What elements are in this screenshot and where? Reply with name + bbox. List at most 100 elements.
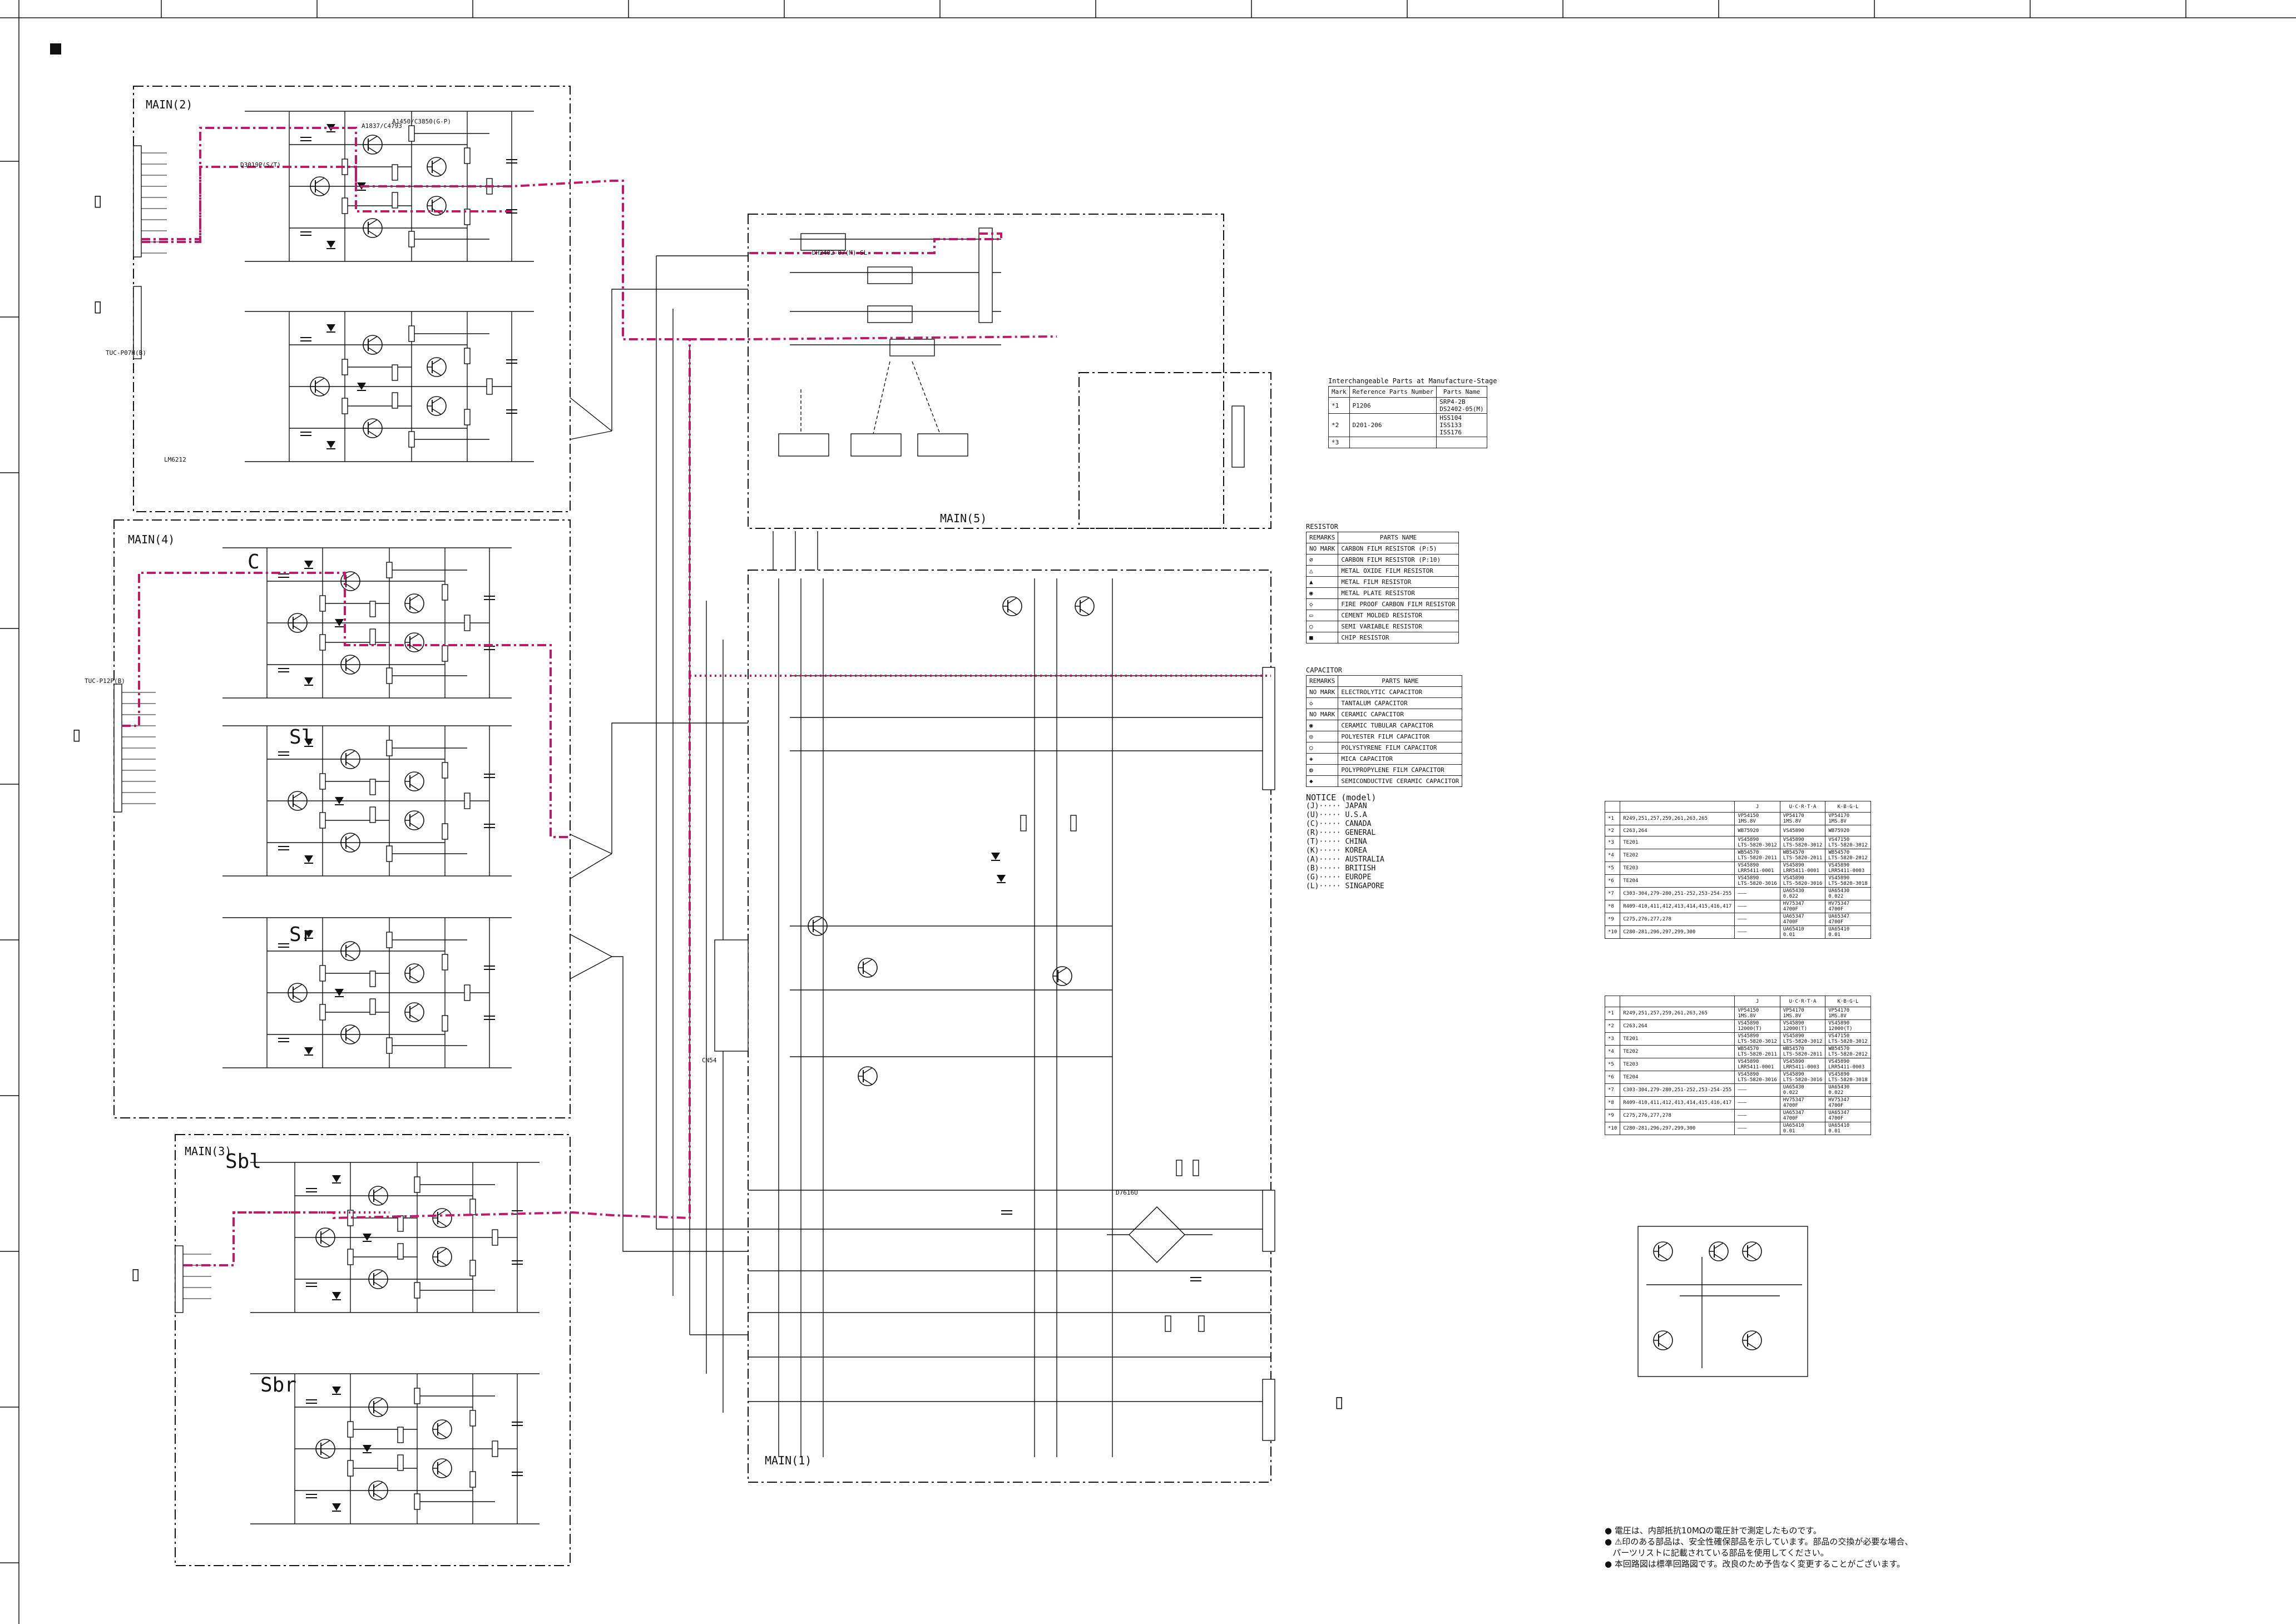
table-header-cell: REMARKS: [1305, 675, 1339, 687]
resistor-title: RESISTOR: [1306, 523, 1338, 531]
table-cell: CERAMIC TUBULAR CAPACITOR: [1338, 720, 1463, 731]
table-row: ◍POLYPROPYLENE FILM CAPACITOR: [1305, 764, 1463, 776]
table-cell: HSS104 ISS133 ISS176: [1436, 413, 1487, 437]
notice-item: (J)····· JAPAN: [1306, 802, 1367, 810]
notice-item: (K)····· KOREA: [1306, 846, 1367, 855]
table-cell: CARBON FILM RESISTOR (P:5): [1338, 543, 1459, 554]
table-cell: UA65410 0.01: [1779, 925, 1826, 939]
main4-amp-block-surround-l: [222, 726, 512, 876]
table-cell: ■: [1305, 632, 1339, 643]
notice-item: (U)····· U.S.A: [1306, 811, 1367, 819]
bridge-rectifier: [1107, 1206, 1213, 1264]
table-cell: *1: [1604, 1007, 1621, 1020]
part-label-conn-bot: CN54: [702, 1057, 717, 1064]
table-cell: *2: [1604, 1019, 1621, 1033]
table-cell: ◈: [1305, 753, 1339, 765]
part-label-q201: A1837/C4793: [362, 122, 402, 130]
table-cell: *1: [1604, 812, 1621, 825]
table-cell: VS47150 LTS-5820-3012: [1825, 1032, 1871, 1046]
table-row: ▲METAL FILM RESISTOR: [1305, 576, 1459, 588]
table-header-cell: PARTS NAME: [1338, 675, 1463, 687]
table-header-cell: [1620, 801, 1735, 813]
table-cell: *1: [1328, 397, 1350, 414]
table-cell: METAL FILM RESISTOR: [1338, 576, 1459, 588]
table-cell: FIRE PROOF CARBON FILM RESISTOR: [1338, 598, 1459, 610]
table-cell: ———: [1734, 1122, 1780, 1135]
table-cell: ○: [1305, 742, 1339, 754]
table-cell: VS45890 LTS-5820-3016: [1779, 1071, 1826, 1084]
table-header-cell: Mark: [1328, 386, 1350, 398]
svg-text:▯: ▯: [93, 191, 102, 210]
table-header-cell: K·B·G·L: [1825, 801, 1871, 813]
table-cell: D201-206: [1349, 413, 1437, 437]
table-cell: C263,264: [1620, 1019, 1735, 1033]
table-cell: MICA CAPACITOR: [1338, 753, 1463, 765]
part-label-conn-top: TUC-P07H(B): [106, 349, 146, 357]
table-cell: VS45890 LRR5411-0003: [1779, 1058, 1826, 1071]
table-cell: VS47150 LTS-5820-3012: [1825, 836, 1871, 849]
table-cell: *4: [1604, 1045, 1621, 1058]
main4-amp-block-surround-r: [222, 918, 512, 1068]
table-header-cell: U·C·R·T·A: [1779, 996, 1826, 1007]
table-cell: WB54570 LTS-5820-2011: [1734, 1045, 1780, 1058]
notice-item: (T)····· CHINA: [1306, 838, 1367, 846]
table-cell: ———: [1734, 925, 1780, 939]
table-cell: SEMICONDUCTIVE CERAMIC CAPACITOR: [1338, 775, 1463, 787]
table-cell: POLYPROPYLENE FILM CAPACITOR: [1338, 764, 1463, 776]
table-cell: HV75347 4700F: [1825, 1096, 1871, 1110]
input-connectors: [113, 145, 184, 1313]
table-cell: C280-281,296,297,299,300: [1620, 1122, 1735, 1135]
table-cell: TE203: [1620, 1058, 1735, 1071]
table-cell: CHIP RESISTOR: [1338, 632, 1459, 643]
table-cell: WB54570 LTS-5820-2011: [1734, 849, 1780, 862]
table-cell: *3: [1604, 1032, 1621, 1046]
table-cell: VS45890 LRR5411-0001: [1734, 861, 1780, 875]
footnote-line: ● ⚠印のある部品は、安全性確保部品を示しています。部品の交換が必要な場合、: [1605, 1537, 1913, 1547]
table-cell: *3: [1328, 437, 1350, 448]
table-cell: UA65430 0.022: [1779, 1083, 1826, 1097]
table-row: ■CHIP RESISTOR: [1305, 632, 1459, 643]
table-cell: TE204: [1620, 874, 1735, 888]
table-cell: VS45890 12000(T): [1825, 1019, 1871, 1033]
table-cell: ELECTROLYTIC CAPACITOR: [1338, 686, 1463, 698]
table-cell: VS45890 LRR5411-0003: [1825, 1058, 1871, 1071]
table-cell: *7: [1604, 1083, 1621, 1097]
table-cell: UA65430 0.022: [1779, 887, 1826, 900]
table-cell: NO MARK: [1305, 543, 1339, 554]
table-cell: UA65430 0.022: [1825, 1083, 1871, 1097]
label-main3: MAIN(3): [185, 1145, 232, 1158]
svg-text:▯: ▯: [93, 297, 102, 315]
table-cell: UA65347 4700F: [1779, 1109, 1826, 1122]
interchangeable-section: Interchangeable Parts at Manufacture-Sta…: [1328, 377, 1497, 448]
table-header-cell: J: [1734, 801, 1780, 813]
table-cell: ▭: [1305, 610, 1339, 621]
table-cell: TE202: [1620, 849, 1735, 862]
table-cell: [1436, 437, 1487, 448]
table-cell: METAL PLATE RESISTOR: [1338, 587, 1459, 599]
table-row: ◆SEMICONDUCTIVE CERAMIC CAPACITOR: [1305, 775, 1463, 787]
table-cell: R409-410,411,412,413,414,415,416,417: [1620, 1096, 1735, 1110]
table-cell: VP54170 1MS.8V: [1779, 812, 1826, 825]
table-row: ◇TANTALUM CAPACITOR: [1305, 697, 1463, 709]
table-cell: ◆: [1305, 775, 1339, 787]
main1-transistors: [808, 596, 1205, 1332]
